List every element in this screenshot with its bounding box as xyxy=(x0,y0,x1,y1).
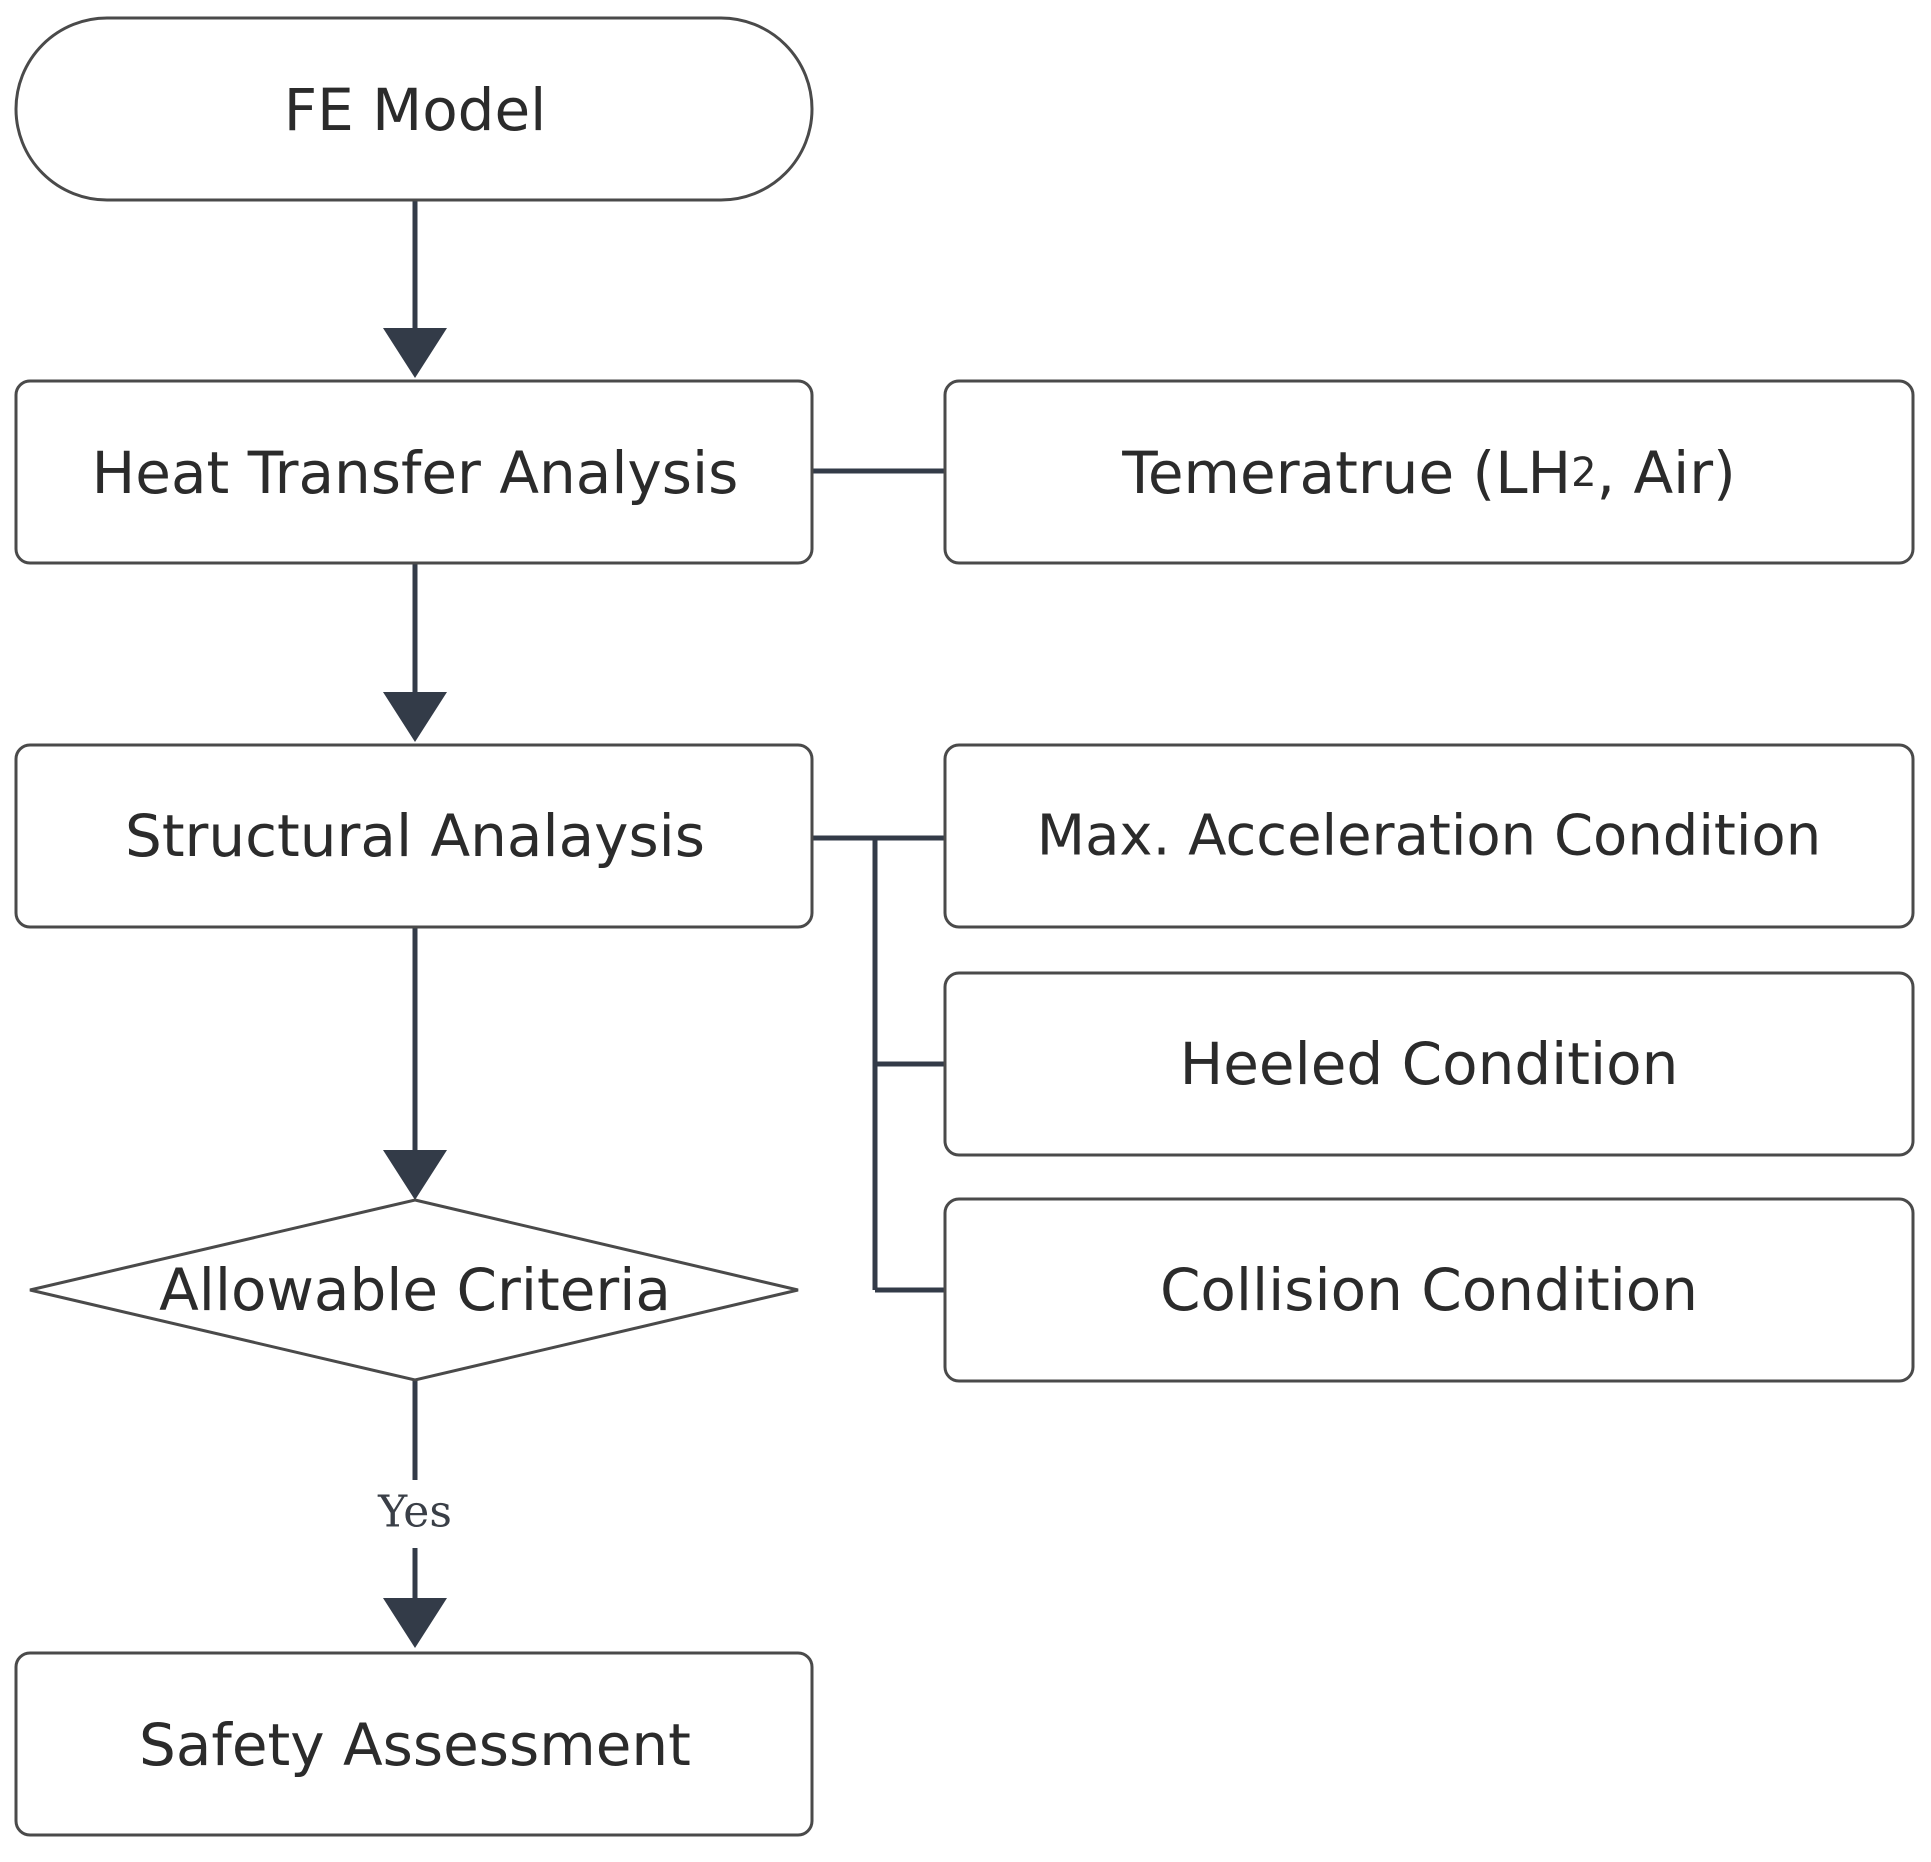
safety-assessment-shape xyxy=(14,1651,814,1837)
heat-transfer-label: Heat Transfer Analysis xyxy=(92,439,739,507)
temperature-label-main: Temeratrue (LH xyxy=(1121,439,1571,507)
node-max-acceleration: Max. Acceleration Condition xyxy=(943,743,1915,929)
arrowhead-structural-to-criteria xyxy=(383,1150,447,1200)
node-heat-transfer: Heat Transfer Analysis xyxy=(14,379,814,565)
max-acceleration-label: Max. Acceleration Condition xyxy=(1037,804,1821,869)
arrowhead-heat-to-structural xyxy=(383,692,447,742)
max-acceleration-shape xyxy=(943,743,1915,929)
allowable-criteria-label: Allowable Criteria xyxy=(159,1256,671,1324)
temperature-shape xyxy=(943,379,1915,565)
structural-shape xyxy=(14,743,814,929)
node-safety-assessment: Safety Assessment xyxy=(14,1651,814,1837)
node-allowable-criteria: Allowable Criteria xyxy=(29,1198,799,1382)
heeled-label: Heeled Condition xyxy=(1180,1030,1679,1098)
fe-model-shape xyxy=(14,16,814,202)
allowable-criteria-shape xyxy=(29,1198,799,1382)
node-fe-model: FE Model xyxy=(14,16,814,202)
node-heeled: Heeled Condition xyxy=(943,971,1915,1157)
temperature-label: Temeratrue (LH2, Air) xyxy=(1121,439,1735,507)
node-collision: Collision Condition xyxy=(943,1197,1915,1383)
temperature-label-subscript: 2 xyxy=(1571,450,1596,496)
edge-label-yes: Yes xyxy=(377,1487,452,1538)
structural-label: Structural Analaysis xyxy=(125,802,705,870)
arrowhead-fe-to-heat xyxy=(383,328,447,378)
node-temperature: Temeratrue (LH2, Air) xyxy=(943,379,1915,565)
temperature-label-rest: , Air) xyxy=(1597,439,1736,507)
collision-label: Collision Condition xyxy=(1160,1256,1698,1324)
node-structural: Structural Analaysis xyxy=(14,743,814,929)
collision-shape xyxy=(943,1197,1915,1383)
heeled-shape xyxy=(943,971,1915,1157)
fe-model-label: FE Model xyxy=(284,76,547,144)
arrowhead-to-safety xyxy=(383,1598,447,1648)
safety-assessment-label: Safety Assessment xyxy=(139,1711,691,1779)
heat-transfer-shape xyxy=(14,379,814,565)
